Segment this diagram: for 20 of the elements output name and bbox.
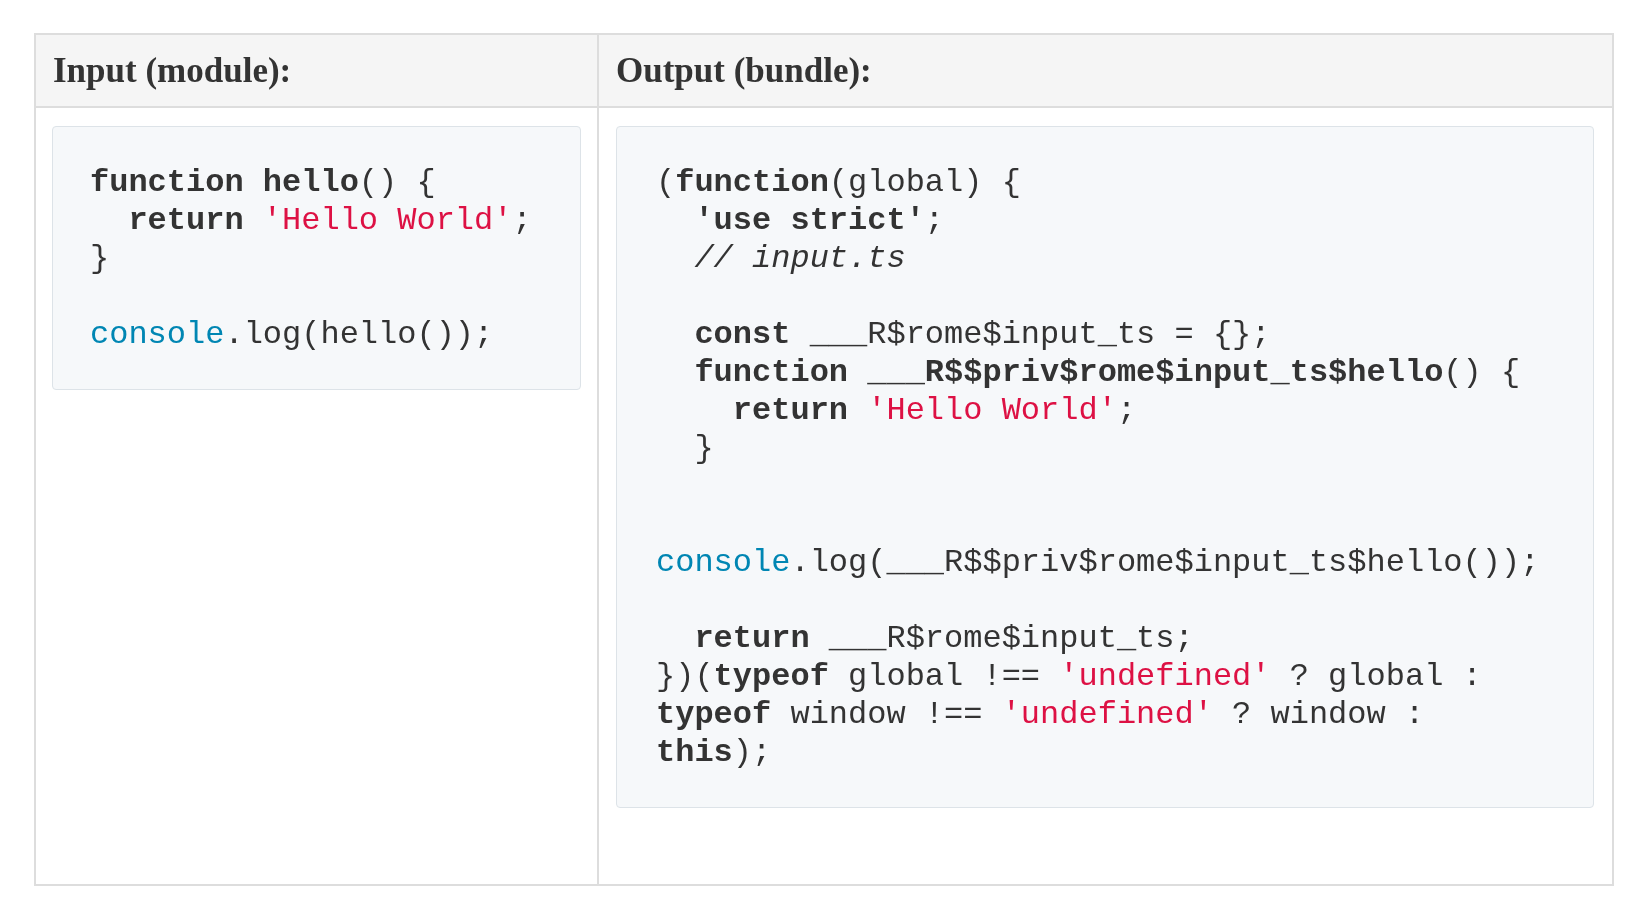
code-block: [52, 126, 581, 390]
code-line: 'use strict';: [693, 202, 945, 240]
column-header: Output (bundle):: [599, 35, 1612, 107]
code-line: function hello() {: [90, 164, 436, 202]
code-block: [616, 126, 1594, 808]
code-line: this);: [656, 734, 772, 772]
code-line: }: [90, 240, 110, 278]
code-line: (function(global) {: [656, 164, 1021, 202]
code-line: console.log(hello());: [90, 316, 494, 354]
column-header: Input (module):: [36, 35, 597, 107]
code-line: console.log(___R$$priv$rome$input_ts$hello());: [656, 544, 1540, 582]
code-line: const ___R$rome$input_ts = {};: [693, 316, 1271, 354]
code-line: }: [693, 430, 714, 468]
code-line: function ___R$$priv$rome$input_ts$hello() {: [693, 354, 1521, 392]
code-line: return ___R$rome$input_ts;: [693, 620, 1194, 658]
code-line: // input.ts: [693, 240, 906, 278]
code-line: typeof window !== 'undefined' ? window :: [656, 696, 1425, 734]
code-line: })(typeof global !== 'undefined' ? global :: [656, 658, 1482, 696]
code-line: return 'Hello World';: [731, 392, 1137, 430]
code-line: return 'Hello World';: [127, 202, 532, 240]
